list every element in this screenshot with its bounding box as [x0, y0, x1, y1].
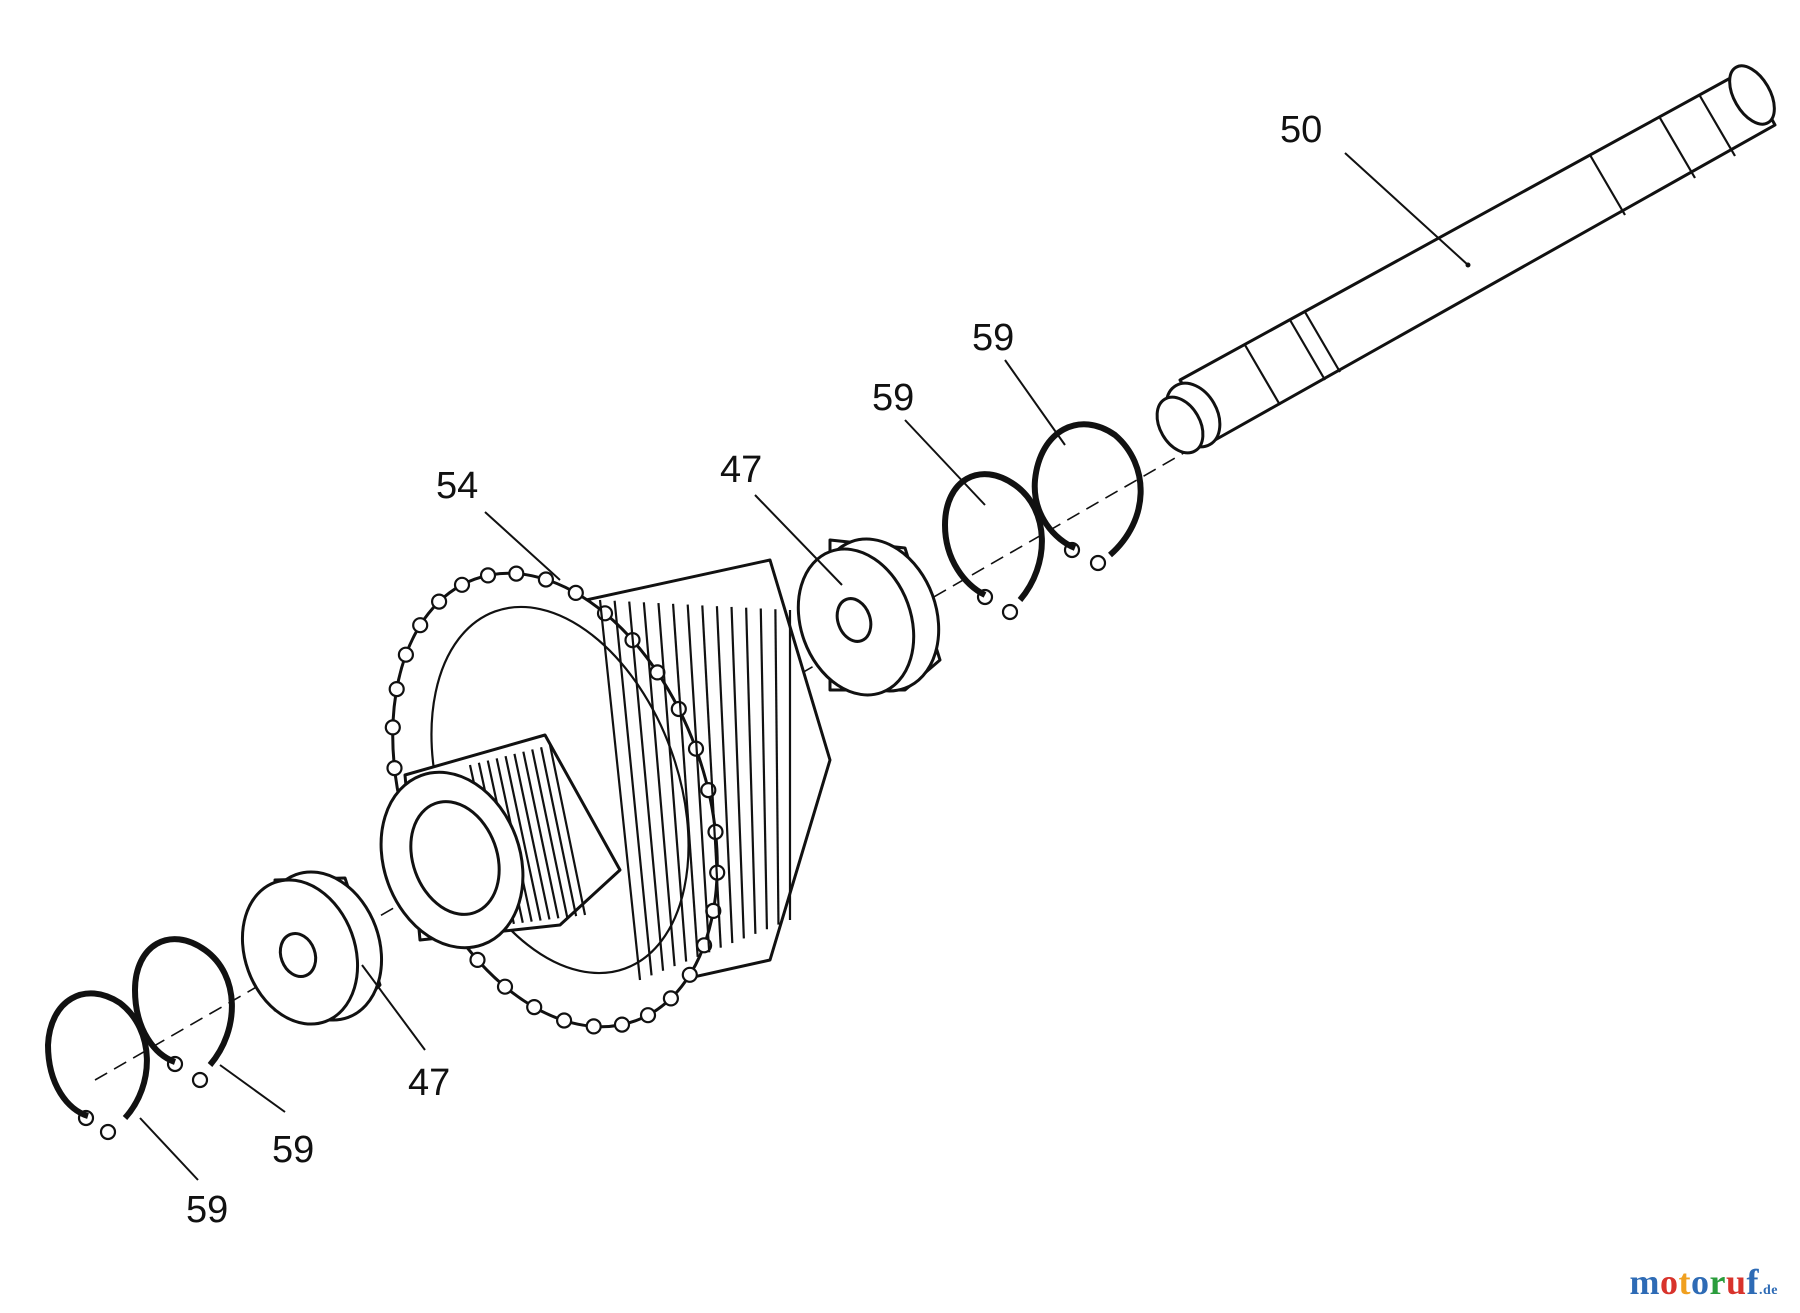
gear-tooth	[662, 990, 680, 1007]
hub-ridge	[531, 749, 569, 918]
gear-tooth	[388, 680, 405, 698]
callout-59-upper-right: 59	[972, 317, 1014, 359]
gear-tooth	[412, 617, 429, 634]
gear-ridge	[657, 602, 688, 962]
gear-ridge	[628, 601, 665, 971]
bearing-upper-part	[796, 537, 942, 697]
gear-ridge	[759, 608, 769, 930]
callout-59-lower-right: 59	[272, 1129, 314, 1171]
callout-54: 54	[436, 465, 478, 507]
bearing-lower-part	[240, 870, 384, 1026]
gear-tooth	[384, 719, 401, 736]
gear-tooth	[613, 1016, 631, 1033]
watermark-logo: motoruf.de	[1629, 1262, 1778, 1302]
hub-ridge	[513, 753, 551, 920]
leader-59-a	[904, 419, 986, 506]
leader-59-c	[219, 1064, 286, 1113]
leader-47-upper	[754, 494, 843, 586]
shaft-part	[1155, 64, 1777, 455]
gear-tooth	[639, 1007, 657, 1024]
gear-tooth	[508, 565, 525, 582]
gear-tooth	[479, 567, 497, 584]
gear-ridge	[613, 600, 653, 976]
gear-ridge	[671, 603, 699, 957]
hub-ridge	[522, 751, 560, 919]
gear-tooth	[649, 664, 666, 681]
gear-ridge	[642, 602, 676, 967]
hub-ridge	[540, 746, 578, 917]
gear-tooth	[670, 700, 687, 718]
gear-ridge	[686, 604, 711, 953]
gear-tooth	[526, 998, 543, 1016]
gear-tooth	[431, 593, 448, 610]
gear-ridge	[730, 606, 745, 939]
snap-ring-upper-left	[942, 471, 1045, 621]
leader-59-b	[1004, 359, 1066, 446]
callout-47-upper: 47	[720, 449, 762, 491]
gear-ridge	[701, 605, 722, 948]
gear-ridge	[774, 609, 780, 925]
gear-tooth	[397, 646, 414, 663]
gear-tooth	[496, 978, 514, 995]
snap-ring-lower-left	[45, 990, 150, 1141]
gear-tooth	[469, 951, 486, 969]
hub-ridge	[504, 755, 542, 921]
gear-tooth	[537, 571, 555, 588]
gear-side-ridges	[598, 599, 792, 981]
gear-part	[379, 558, 832, 1035]
hub-ridge	[548, 744, 587, 916]
gear-tooth	[386, 759, 403, 777]
snap-ring-upper-right	[1031, 421, 1144, 572]
gear-ridge	[715, 606, 734, 944]
gear-tooth	[681, 966, 698, 983]
leader-59-d	[139, 1117, 199, 1181]
gear-tooth	[453, 576, 471, 593]
gear-ridge	[745, 607, 757, 934]
gear-ridge	[598, 599, 642, 981]
leader-54	[484, 511, 561, 581]
leader-50	[1344, 152, 1469, 266]
gear-tooth	[555, 1012, 573, 1029]
callout-47-lower: 47	[408, 1062, 450, 1104]
callout-59-lower-left: 59	[186, 1189, 228, 1231]
gear-tooth	[567, 584, 584, 602]
callout-59-upper-left: 59	[872, 377, 914, 419]
callout-50: 50	[1280, 109, 1322, 151]
leader-47-lower	[361, 964, 426, 1051]
gear-tooth	[585, 1018, 602, 1035]
